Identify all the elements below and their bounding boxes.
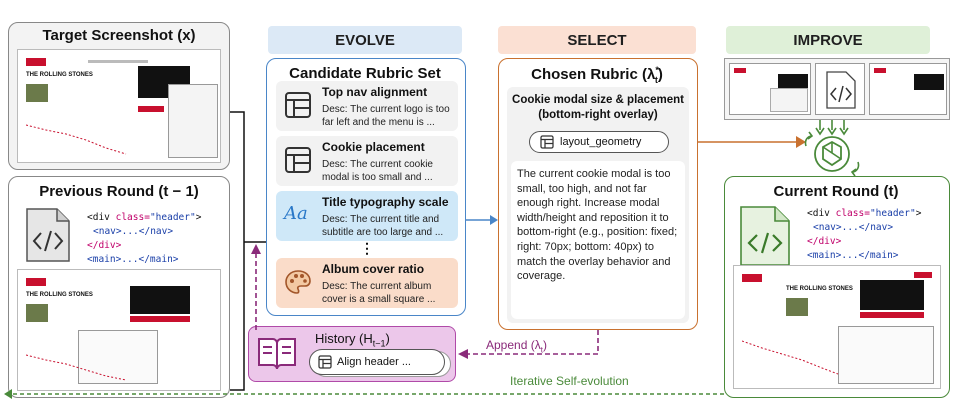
rubric-card-title: Album cover ratio bbox=[322, 262, 425, 276]
append-arrow bbox=[458, 330, 599, 359]
select-to-improve-arrow bbox=[698, 136, 806, 148]
history-title: History (Ht−1) bbox=[315, 331, 390, 349]
previous-site-title: THE ROLLING STONES bbox=[26, 292, 93, 298]
code-file-icon bbox=[26, 208, 70, 262]
improve-input-strip bbox=[724, 58, 950, 120]
target-screenshot-panel: Target Screenshot (x) THE ROLLING STONES bbox=[8, 22, 230, 170]
target-screenshot-thumbnail: THE ROLLING STONES bbox=[17, 49, 221, 163]
rubric-card-top-nav[interactable]: Top nav alignment Desc: The current logo… bbox=[276, 81, 458, 131]
history-panel: History (Ht−1) Align header ... bbox=[248, 326, 456, 382]
history-item[interactable]: Align header ... bbox=[309, 349, 445, 375]
current-code-line-4: <main>...</main> bbox=[807, 250, 899, 261]
previous-code-block: <div class="header"> <nav>...</nav> </di… bbox=[87, 211, 201, 267]
previous-round-panel: Previous Round (t − 1) <div class="heade… bbox=[8, 176, 230, 398]
history-to-evolve-arrow bbox=[251, 244, 261, 330]
rubric-card-desc: Desc: The current album cover is a small… bbox=[322, 281, 436, 305]
previous-round-title: Previous Round (t − 1) bbox=[39, 183, 199, 200]
typography-aa-icon: Aa bbox=[284, 203, 308, 224]
previous-code-line-1: <div class="header"> bbox=[87, 212, 202, 223]
layout-grid-icon bbox=[540, 135, 554, 149]
rubric-card-desc: Desc: The current title and subtitle are… bbox=[322, 214, 444, 238]
self-evolution-label: Iterative Self-evolution bbox=[506, 374, 633, 388]
current-site-title: THE ROLLING STONES bbox=[786, 286, 853, 292]
previous-code-line-4: <main>...</main> bbox=[87, 254, 179, 265]
target-screenshot-title: Target Screenshot (x) bbox=[42, 27, 196, 44]
rubric-card-cookie[interactable]: Cookie placement Desc: The current cooki… bbox=[276, 136, 458, 186]
rubric-tag-label: layout_geometry bbox=[560, 136, 642, 148]
current-code-line-2: <nav>...</nav> bbox=[813, 222, 894, 233]
evolve-header: EVOLVE bbox=[268, 26, 462, 54]
current-code-line-3: </div> bbox=[807, 236, 842, 247]
select-header: SELECT bbox=[498, 26, 696, 54]
rubric-card-album[interactable]: Album cover ratio Desc: The current albu… bbox=[276, 258, 458, 308]
current-code-line-1: <div class="header"> bbox=[807, 208, 922, 219]
chosen-rubric-panel: Chosen Rubric (λ*t) Cookie modal size & … bbox=[498, 58, 698, 330]
book-icon bbox=[258, 338, 296, 370]
target-site-title: THE ROLLING STONES bbox=[26, 72, 93, 78]
target-line-sketch bbox=[26, 124, 127, 155]
rubric-card-typography[interactable]: Aa Title typography scale Desc: The curr… bbox=[276, 191, 458, 241]
self-evolution-loop-arrow bbox=[4, 389, 724, 399]
append-label: Append (λt) bbox=[486, 338, 547, 355]
layout-grid-icon bbox=[285, 92, 311, 118]
rubric-card-title: Cookie placement bbox=[322, 140, 425, 154]
history-item-label: Align header ... bbox=[337, 356, 411, 368]
previous-code-line-2: <nav>...</nav> bbox=[93, 226, 174, 237]
llm-model-icon bbox=[804, 120, 860, 176]
layout-grid-icon bbox=[318, 355, 332, 369]
layout-grid-icon bbox=[285, 147, 311, 173]
current-round-panel: Current Round (t) <div class="header"> <… bbox=[724, 176, 950, 398]
current-code-block: <div class="header"> <nav>...</nav> </di… bbox=[807, 207, 921, 263]
previous-screenshot-thumbnail: THE ROLLING STONES bbox=[17, 269, 221, 391]
chosen-rubric-name: Cookie modal size & placement (bottom-ri… bbox=[512, 94, 684, 121]
chosen-rubric-body: The current cookie modal is too small, t… bbox=[517, 168, 678, 283]
rubric-card-desc: Desc: The current cookie modal is too sm… bbox=[322, 159, 433, 183]
evolve-to-select-arrow bbox=[466, 215, 498, 225]
improve-header: IMPROVE bbox=[726, 26, 930, 54]
rubric-tag: layout_geometry bbox=[529, 131, 669, 153]
previous-code-line-3: </div> bbox=[87, 240, 122, 251]
more-rubrics-ellipsis: ⋮ bbox=[360, 240, 374, 256]
chosen-rubric-body-card: The current cookie modal is too small, t… bbox=[511, 161, 685, 319]
chosen-rubric-inner: Cookie modal size & placement (bottom-ri… bbox=[507, 87, 689, 323]
rubric-card-desc: Desc: The current logo is too far left a… bbox=[322, 104, 450, 128]
code-file-icon bbox=[740, 206, 790, 266]
rubric-card-title: Top nav alignment bbox=[322, 85, 428, 99]
candidate-rubric-title: Candidate Rubric Set bbox=[289, 65, 441, 82]
current-round-title: Current Round (t) bbox=[773, 183, 899, 200]
palette-icon bbox=[285, 270, 311, 294]
current-screenshot-thumbnail: THE ROLLING STONES bbox=[733, 265, 941, 389]
chosen-rubric-title: Chosen Rubric (λ*t) bbox=[531, 65, 663, 85]
rubric-card-title: Title typography scale bbox=[322, 195, 449, 209]
